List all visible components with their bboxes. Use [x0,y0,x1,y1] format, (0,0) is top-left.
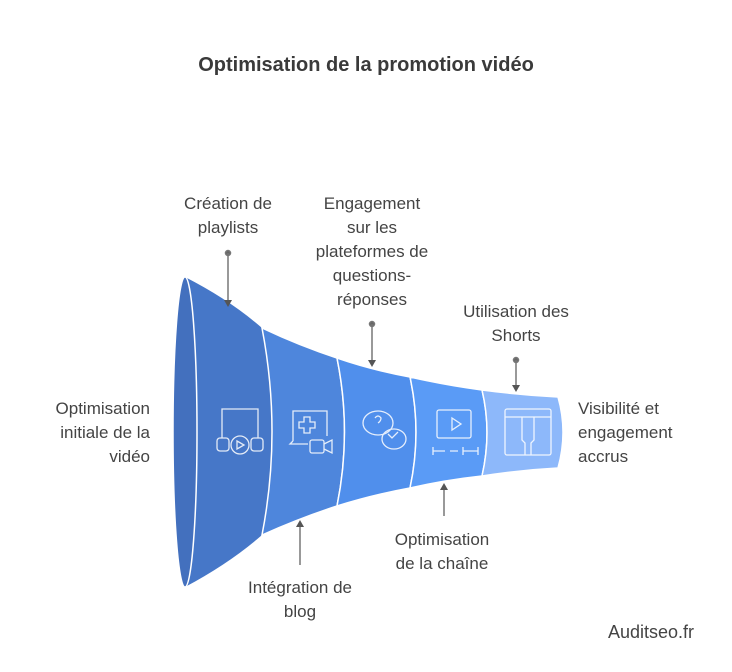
stage-1-label: Création de playlists [158,192,298,240]
end-label-line: engagement [578,423,673,442]
label-line: réponses [337,290,407,309]
label-line: Shorts [491,326,541,345]
start-label-line: initiale de la [60,423,150,442]
stage-2-label: Intégration de blog [225,576,375,624]
label-line: sur les [346,218,398,237]
connector-stage-5 [512,356,520,392]
funnel-stage-4 [409,376,488,489]
label-line: Optimisation [394,530,490,549]
label-line: Création de [184,194,272,213]
connector-stage-2 [296,520,304,565]
start-label: Optimisation initiale de la vidéo [56,397,150,469]
end-label-line: Visibilité et [578,399,659,418]
stage-3-label: Engagement sur les plateformes de questi… [292,192,452,312]
playlist-player-icon [216,408,264,455]
label-line: blog [283,602,317,621]
connector-stage-1 [224,249,232,307]
end-label-line: accrus [578,447,629,466]
funnel-stage-3 [336,356,417,508]
stage-4-label: Optimisation de la chaîne [372,528,512,576]
qa-chat-icon [362,410,407,450]
label-line: Intégration de [248,578,352,597]
label-line: plateformes de [315,242,429,261]
shorts-layout-icon [504,408,552,456]
blog-video-icon [288,410,333,455]
label-line: de la chaîne [395,554,489,573]
connector-stage-3 [368,320,376,367]
diagram-title: Optimisation de la promotion vidéo [198,54,534,76]
start-label-line: Optimisation [55,399,150,418]
label-line: playlists [197,218,259,237]
stage-5-label: Utilisation des Shorts [441,300,591,348]
label-line: Utilisation des [463,302,569,321]
end-label: Visibilité et engagement accrus [578,397,673,469]
label-line: Engagement [323,194,421,213]
funnel-stage-2 [260,326,346,537]
channel-video-icon [432,409,479,455]
connector-stage-4 [440,483,448,516]
start-label-line: vidéo [109,447,150,466]
brand-watermark: Auditseo.fr [607,622,694,642]
funnel-stage-1 [185,277,272,587]
funnel-mouth [172,276,198,588]
label-line: questions- [332,266,412,285]
